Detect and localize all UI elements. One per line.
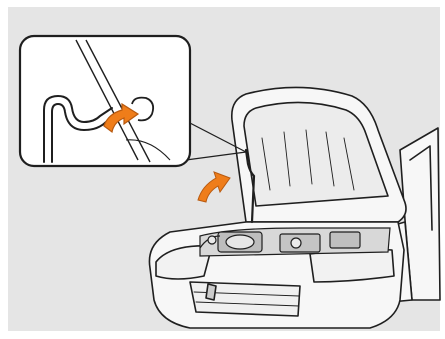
inset-callout: [20, 36, 190, 166]
engine-bay: [200, 228, 390, 256]
emblem-icon: [206, 284, 216, 300]
right-headlight: [310, 250, 394, 283]
grille: [190, 282, 300, 316]
